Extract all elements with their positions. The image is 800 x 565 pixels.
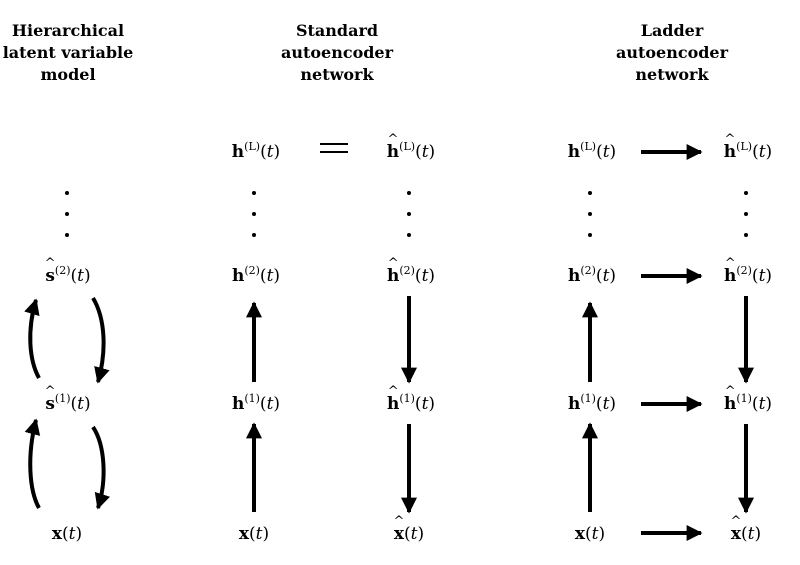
ladder-node-x: x(t): [574, 524, 606, 544]
node-hL: h(L)(t): [231, 140, 281, 162]
heading-line: Hierarchical: [11, 21, 125, 40]
curved-arrow-s1-to-s2: [24, 298, 41, 379]
vertical-ellipsis: [252, 191, 256, 239]
ladder-node-hL: h(L)(t): [567, 140, 617, 162]
node-hL-hat: h(L)(t): [387, 141, 435, 162]
ladder-node-h1-hat: h(1)(t): [724, 393, 772, 414]
node-h2: h(2)(t): [231, 264, 281, 286]
curved-arrow-s1-to-x: [91, 425, 111, 510]
node-h1: h(1)(t): [231, 392, 281, 414]
node-h1-hat: h(1)(t): [387, 393, 435, 414]
curved-arrow-x-to-s1: [24, 418, 41, 509]
vertical-ellipsis: [407, 191, 411, 239]
vertical-ellipsis: [588, 191, 592, 239]
standard-autoencoder-heading: Standard autoencoder network: [237, 20, 437, 86]
heading-line: autoencoder: [280, 43, 394, 62]
node-s1: s(1)(t): [45, 393, 90, 414]
heading-line: network: [300, 65, 374, 84]
heading-line: autoencoder: [615, 43, 729, 62]
ladder-node-h2-hat: h(2)(t): [724, 265, 772, 286]
node-x-hat: x(t): [394, 524, 424, 544]
vertical-ellipsis: [65, 191, 69, 239]
ladder-autoencoder-heading: Ladder autoencoder network: [572, 20, 772, 86]
heading-line: Ladder: [640, 21, 704, 40]
ladder-node-h1: h(1)(t): [567, 392, 617, 414]
heading-line: latent variable: [2, 43, 134, 62]
ladder-node-h2: h(2)(t): [567, 264, 617, 286]
node-x: x(t): [51, 524, 83, 544]
node-s2: s(2)(t): [45, 265, 90, 286]
heading-line: network: [635, 65, 709, 84]
equals-sign: [320, 143, 348, 153]
ladder-node-hL-hat: h(L)(t): [724, 141, 772, 162]
heading-line: Standard: [295, 21, 379, 40]
node-x: x(t): [238, 524, 270, 544]
curved-arrow-s2-to-s1: [91, 296, 110, 384]
ladder-node-x-hat: x(t): [731, 524, 761, 544]
vertical-ellipsis: [744, 191, 748, 239]
heading-line: model: [40, 65, 96, 84]
node-h2-hat: h(2)(t): [387, 265, 435, 286]
hierarchical-model-heading: Hierarchical latent variable model: [0, 20, 168, 86]
